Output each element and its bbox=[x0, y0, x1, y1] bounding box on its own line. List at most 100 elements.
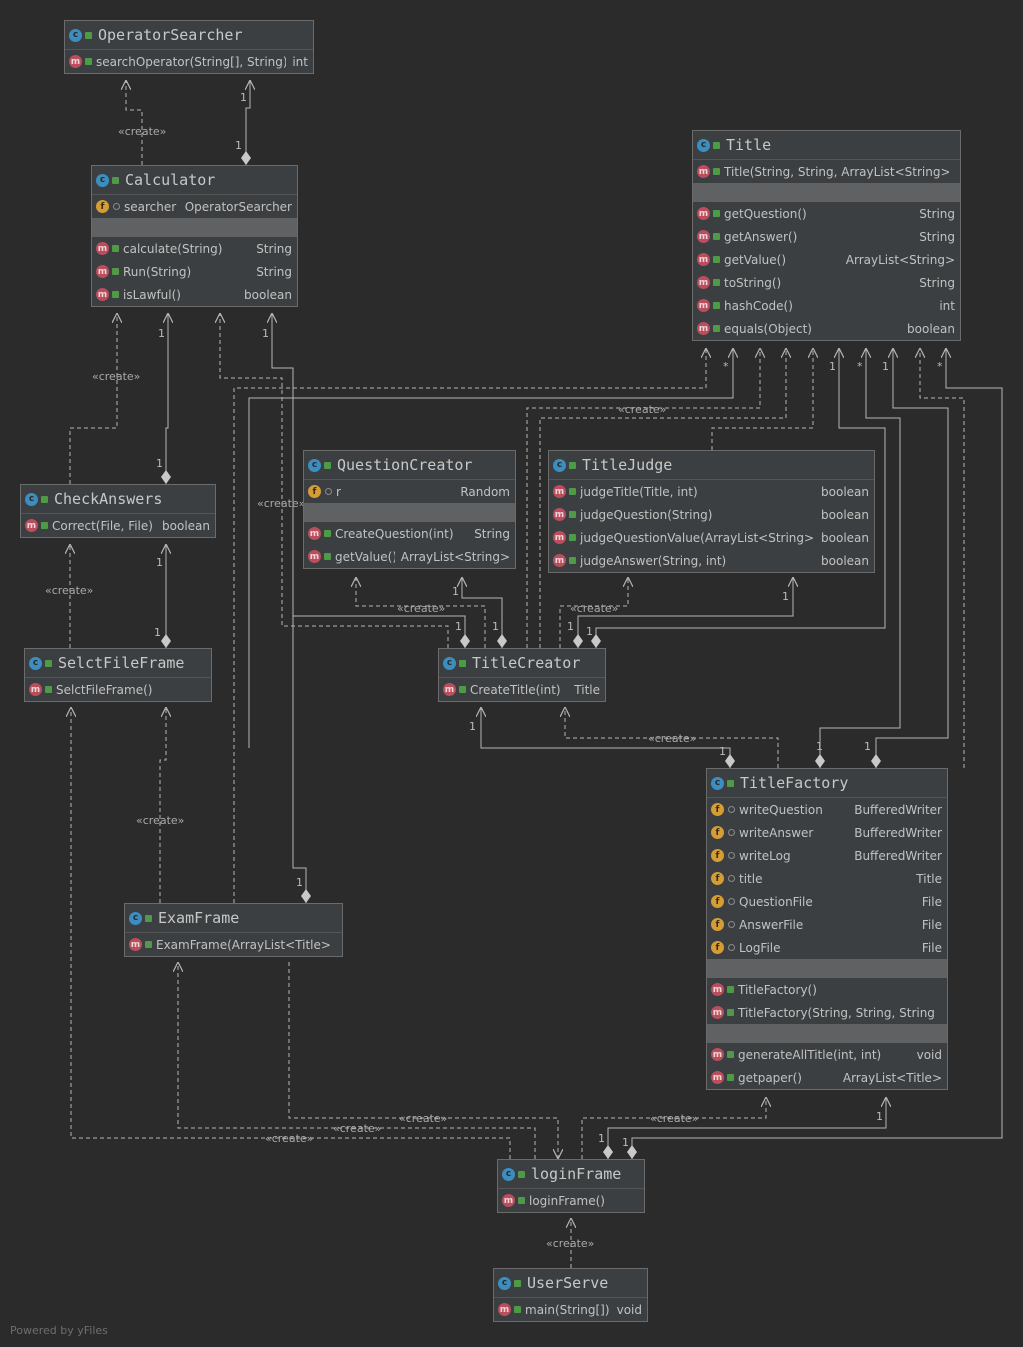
edge-label-create: «create» bbox=[397, 602, 446, 615]
multiplicity: 1 bbox=[816, 740, 823, 753]
public-visibility-icon bbox=[569, 557, 576, 564]
member-type: boolean bbox=[907, 321, 955, 336]
edge-label-create: «create» bbox=[265, 1132, 314, 1145]
edge-label-create: «create» bbox=[570, 602, 619, 615]
package-visibility-icon bbox=[728, 829, 735, 836]
edge-examframe-has-calculator bbox=[272, 313, 306, 903]
multiplicity: 1 bbox=[452, 585, 459, 598]
method-icon: m bbox=[711, 1071, 724, 1084]
package-visibility-icon bbox=[325, 488, 332, 495]
public-visibility-icon bbox=[45, 686, 52, 693]
member-name: judgeQuestion(String) bbox=[580, 507, 713, 522]
member-name: getpaper() bbox=[738, 1070, 802, 1085]
public-visibility-icon bbox=[518, 1170, 525, 1178]
member-name: isLawful() bbox=[123, 287, 181, 302]
multiplicity: 1 bbox=[782, 590, 789, 603]
public-visibility-icon bbox=[727, 1051, 734, 1058]
member-type: int bbox=[939, 298, 955, 313]
method-icon: m bbox=[25, 519, 38, 532]
edge-examframe-create-title bbox=[233, 348, 706, 903]
class-name: TitleCreator bbox=[472, 654, 581, 672]
public-visibility-icon bbox=[459, 686, 466, 693]
class-icon: c bbox=[697, 138, 710, 152]
edge-label-create: «create» bbox=[92, 370, 141, 383]
public-visibility-icon bbox=[145, 941, 152, 948]
member-type: String bbox=[256, 264, 292, 279]
edge-label-create: «create» bbox=[618, 403, 667, 416]
class-name: ExamFrame bbox=[158, 909, 240, 927]
member-name: judgeQuestionValue(ArrayList<String>) bbox=[580, 530, 816, 545]
public-visibility-icon bbox=[713, 325, 720, 332]
member-type: File bbox=[921, 917, 942, 932]
member-name: CreateTitle(int) bbox=[470, 682, 561, 697]
method-icon: m bbox=[502, 1194, 515, 1207]
field-icon: f bbox=[711, 803, 724, 816]
member-type: BufferedWriter bbox=[854, 825, 942, 840]
member-name: generateAllTitle(int, int) bbox=[738, 1047, 882, 1062]
member-name: ExamFrame(ArrayList<Title>) bbox=[156, 937, 331, 952]
method-icon: m bbox=[711, 1006, 724, 1019]
edge-titlefactory-create-title bbox=[920, 348, 965, 768]
